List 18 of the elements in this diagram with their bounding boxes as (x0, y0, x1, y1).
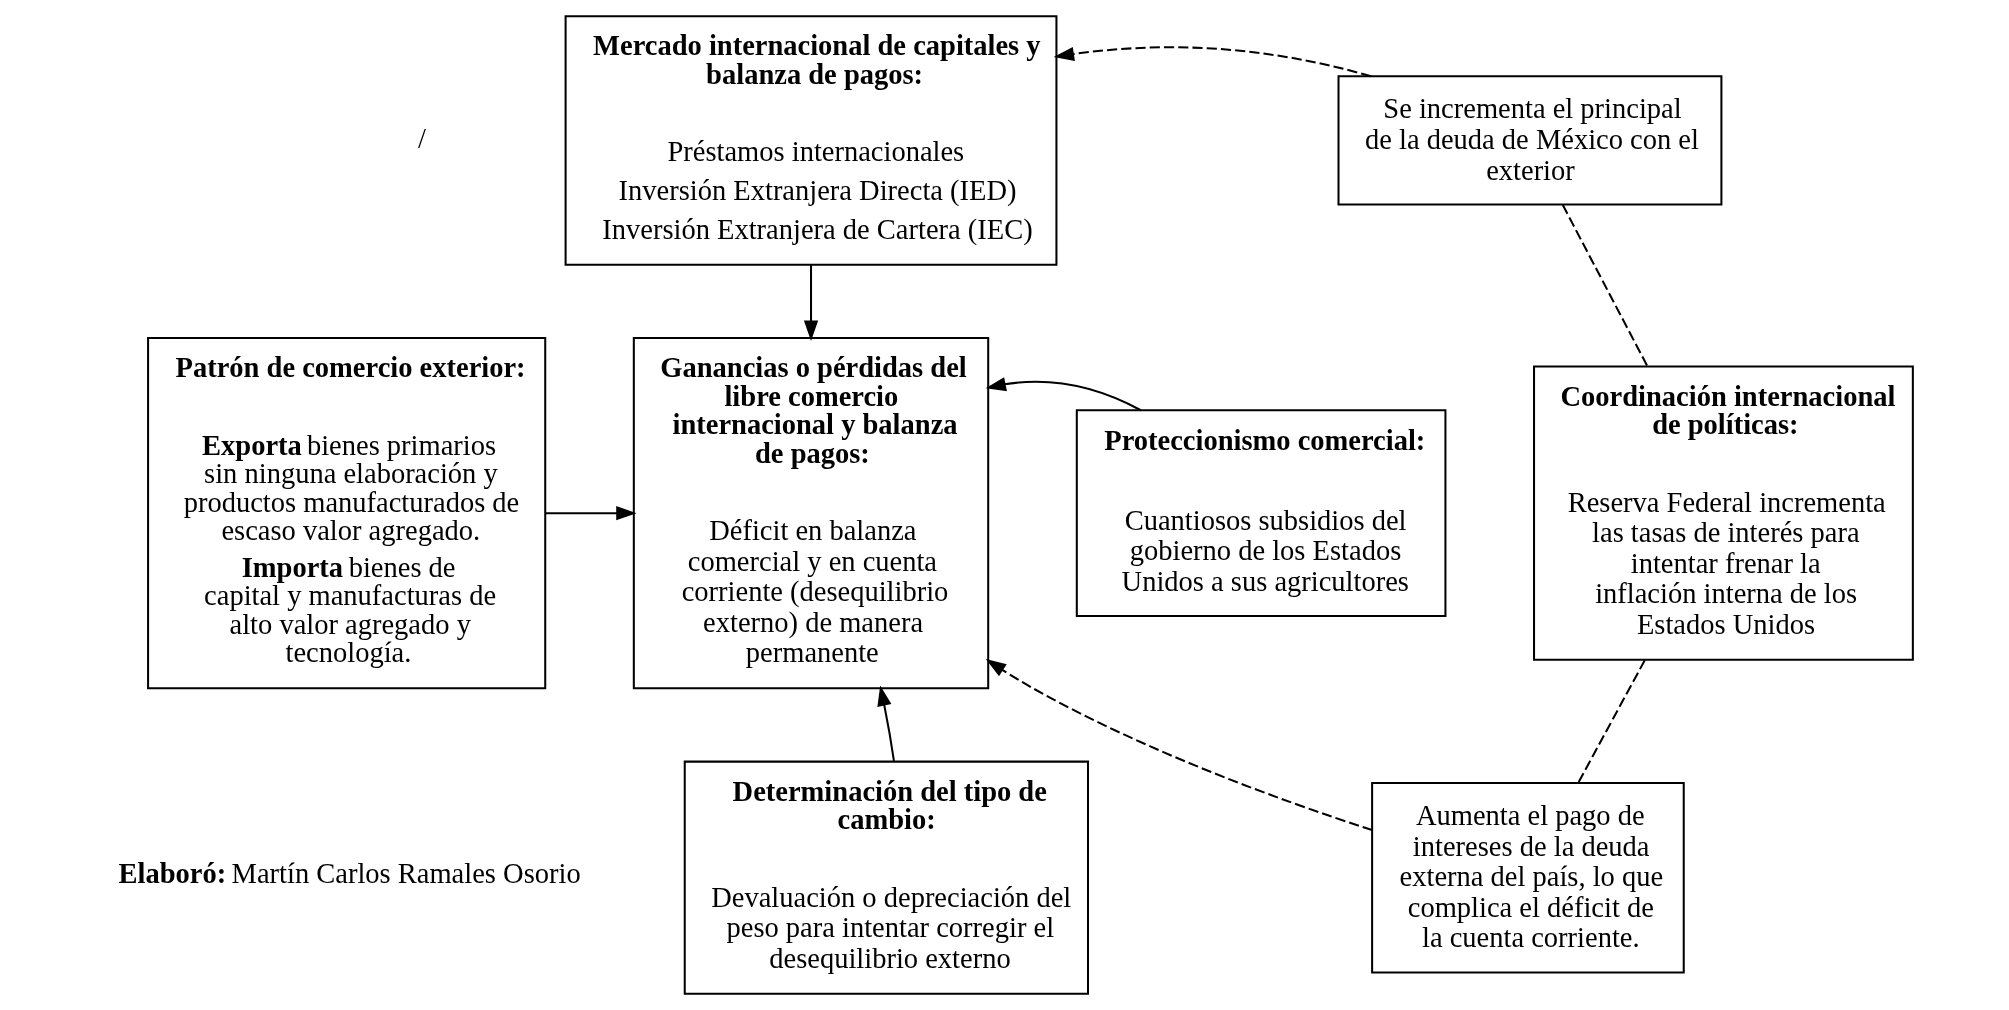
arrow (1053, 46, 1372, 78)
node-box: Coordinación internacional de políticas: Reserva Federal incrementa las tasas de interés para intentar frenar la inflación interna de los Estados Unidos (1533, 365, 1914, 661)
node-box: Aumenta el pago de intereses de la deuda externa del país, lo que complica el déficit de la cuenta corriente. (1371, 782, 1685, 974)
arrow (877, 685, 895, 761)
node-box: Proteccionismo comercial: Cuantiosos subsidios del gobierno de los Estados Unidos a sus agricultores (1075, 409, 1447, 617)
arrow (803, 264, 819, 341)
label: Elaboró: Martín Carlos Ramales Osorio (118, 858, 581, 890)
connector (1577, 659, 1646, 784)
arrow (985, 377, 1142, 412)
node-box: Se incrementa el principal de la deuda de México con el exterior (1337, 75, 1723, 206)
connector (1561, 204, 1649, 367)
node-box: Patrón de comercio exterior: Exporta bienes primarios sin ninguna elaboración y productos manufacturados de escaso valor agregado. Importa bienes de capital y manufacturas de alto valor agregado y tecnología. (147, 336, 547, 690)
node-box: Mercado internacional de capitales y balanza de pagos: Préstamos internacionales Inversión Extranjera Directa (IED) Inversión Extranjera de Cartera (IEC) (564, 15, 1058, 266)
arrow (985, 659, 1373, 831)
node-box: Ganancias o pérdidas del libre comercio internacional y balanza de pagos: Déficit en balanza comercial y en cuenta corriente (desequilibrio externo) de manera permanente (632, 336, 990, 690)
node-box: Determinación del tipo de cambio: Devaluación o depreciación del peso para intentar corregir el desequilibrio externo (683, 760, 1089, 995)
arrow (545, 506, 637, 521)
label: / (417, 122, 426, 154)
